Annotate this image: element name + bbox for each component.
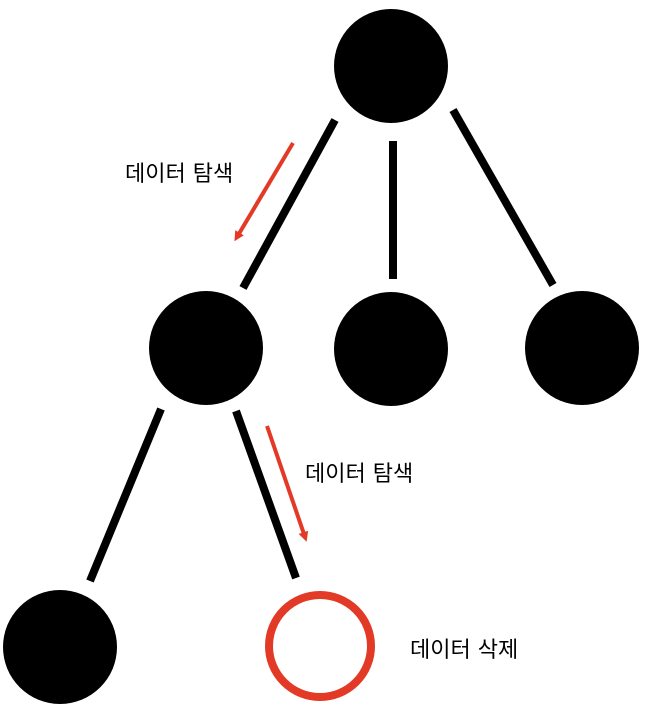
level1-node-right — [525, 291, 639, 405]
traverse-label-1: 데이터 탐색 — [125, 162, 233, 187]
edge-root-to-right-child — [449, 108, 557, 287]
diagram-labels: 데이터 탐색 데이터 탐색 데이터 삭제 — [125, 162, 518, 663]
edge-left-child-to-leaf-deleted — [232, 409, 300, 580]
leaf-node-left — [3, 590, 117, 704]
edge-root-to-left-child — [239, 118, 339, 290]
level1-node-middle — [334, 292, 448, 406]
traverse-label-2: 데이터 탐색 — [305, 462, 413, 487]
root-node — [334, 9, 448, 123]
tree-edges — [86, 108, 557, 583]
traverse-arrow-2 — [265, 425, 309, 542]
delete-label: 데이터 삭제 — [410, 638, 518, 663]
traversal-arrows — [234, 141, 309, 542]
traverse-arrow-1 — [234, 141, 295, 242]
tree-nodes — [3, 9, 639, 704]
edge-left-child-to-leaf-left — [86, 407, 165, 583]
leaf-node-deleted — [265, 591, 375, 701]
level1-node-left — [149, 291, 263, 405]
